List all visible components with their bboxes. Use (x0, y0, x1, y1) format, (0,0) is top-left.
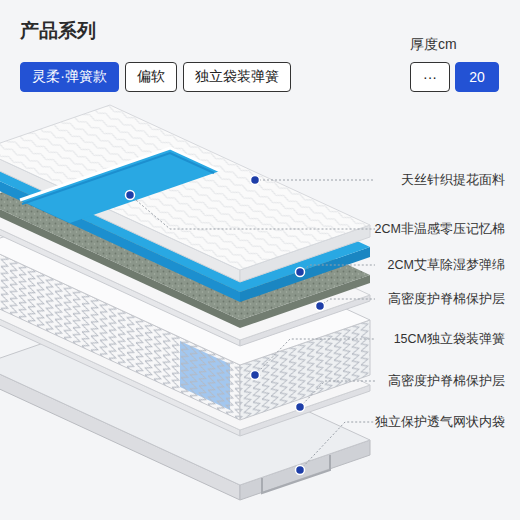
layer-label: 天丝针织提花面料 (401, 172, 505, 189)
tag-text: 偏软 (137, 68, 165, 86)
thickness-heading: 厚度cm (410, 36, 457, 54)
leader-dots (126, 176, 325, 475)
layer-label: 2CM艾草除湿梦弹绵 (388, 257, 505, 274)
filled-tag: 20 (455, 62, 499, 92)
tag-text: 独立袋装弹簧 (195, 68, 279, 86)
outlined-tag: 独立袋装弹簧 (183, 62, 291, 92)
layer-label: 15CM独立袋装弹簧 (394, 331, 505, 348)
outlined-tag: 偏软 (125, 62, 177, 92)
tag-text: 20 (469, 69, 485, 85)
filled-tag: 灵柔·弹簧款 (20, 62, 119, 92)
tag-text: 灵柔·弹簧款 (32, 68, 107, 86)
fabric-layer (0, 105, 370, 282)
leader-lines (130, 180, 375, 470)
layer-label: 独立保护透气网状内袋 (375, 414, 505, 431)
layer-label: 高密度护脊棉保护层 (388, 291, 505, 308)
tag-text: ··· (423, 69, 437, 85)
page-title: 产品系列 (20, 18, 96, 44)
outlined-tag: ··· (410, 62, 450, 92)
layer-label: 2CM非温感零压记忆棉 (375, 221, 505, 238)
layer-label: 高密度护脊棉保护层 (388, 373, 505, 390)
